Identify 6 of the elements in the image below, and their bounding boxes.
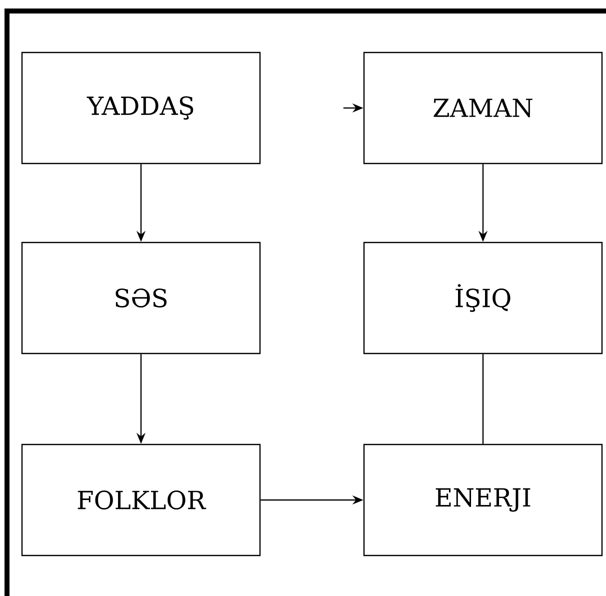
process-box: ZAMAN — [363, 52, 603, 164]
process-box: İŞIQ — [363, 242, 603, 354]
process-box: ENERJI — [363, 444, 603, 556]
process-box: SƏS — [21, 242, 261, 354]
process-box: YADDAŞ — [21, 52, 261, 164]
process-box: FOLKLOR — [21, 444, 261, 556]
